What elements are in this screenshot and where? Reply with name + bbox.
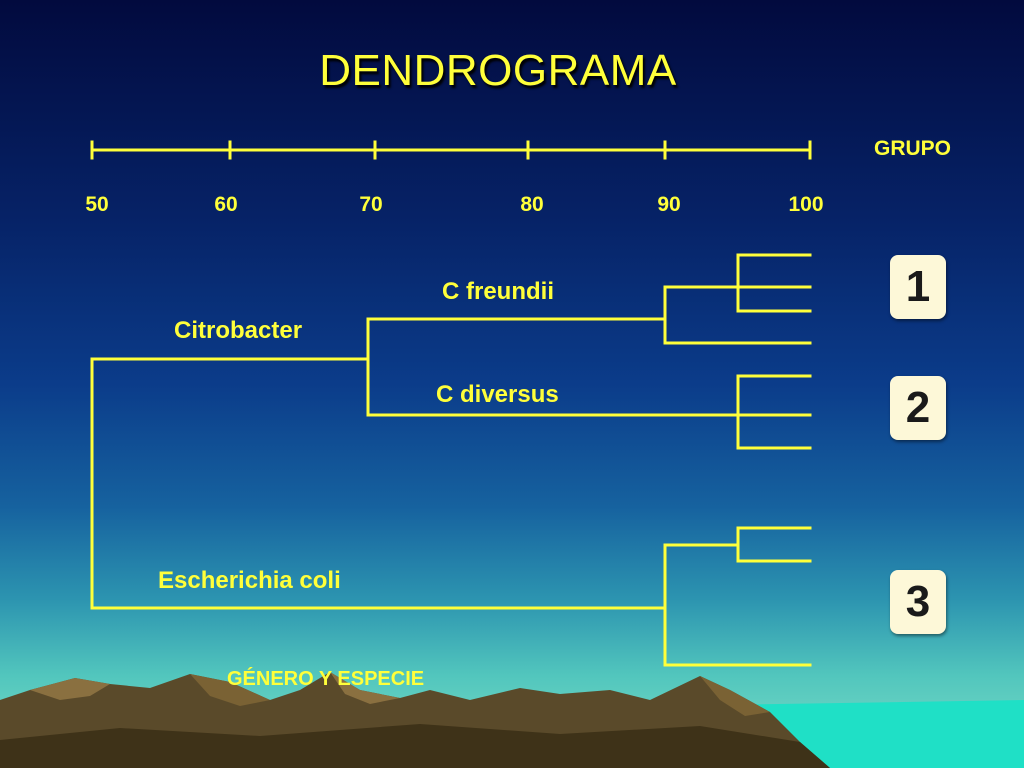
scale-header: GRUPO [874, 137, 952, 160]
scale-tick-label: 60 [214, 193, 238, 216]
landscape [0, 672, 1024, 768]
group-badge-3: 3 [890, 570, 946, 634]
label-c-diversus: C diversus [436, 381, 559, 408]
scale-bar [90, 140, 812, 160]
slide-title: DENDROGRAMA [319, 46, 677, 95]
mountain-ridge [190, 674, 270, 706]
scale-tick-label: 70 [359, 193, 383, 216]
label-citrobacter: Citrobacter [174, 317, 303, 344]
mountain-ridge [30, 678, 110, 700]
scale-tick-label: 100 [788, 193, 824, 216]
mountain-ridge [330, 672, 400, 704]
mountain-shadow [0, 724, 830, 768]
dendrogram-branches [90, 253, 812, 667]
scale-tick-label: 90 [657, 193, 681, 216]
label-escherichia-coli: Escherichia coli [158, 567, 341, 594]
scale-tick-label: 50 [85, 193, 109, 216]
group-badge-2: 2 [890, 376, 946, 440]
label-c-freundii: C freundii [442, 278, 554, 305]
group-badge-1: 1 [890, 255, 946, 319]
mountain-ridge [700, 676, 770, 716]
footer-label: GÉNERO Y ESPECIE [227, 668, 425, 690]
scale-tick-label: 80 [520, 193, 544, 216]
